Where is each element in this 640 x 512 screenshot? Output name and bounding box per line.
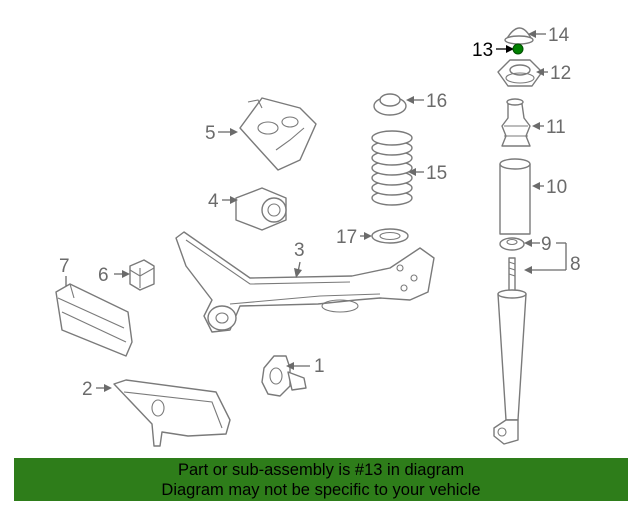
label-part-13: 13	[472, 40, 493, 61]
part-6-bushing	[114, 259, 155, 291]
banner-line-disclaimer: Diagram may not be specific to your vehi…	[161, 481, 481, 499]
part-9-washer	[499, 237, 540, 251]
label-part-1: 1	[314, 356, 325, 377]
part-11-bump-stop	[501, 98, 544, 147]
label-part-14: 14	[548, 25, 570, 46]
label-part-7: 7	[59, 256, 70, 277]
label-part-16: 16	[426, 91, 447, 112]
label-part-8: 8	[570, 254, 581, 275]
part-10-dust-boot	[499, 158, 544, 235]
label-part-5: 5	[205, 123, 216, 144]
banner-line-part-info: Part or sub-assembly is #13 in diagram	[177, 461, 465, 479]
label-part-11: 11	[546, 117, 566, 138]
label-part-4: 4	[208, 191, 219, 212]
part-1-stub-axle	[261, 355, 310, 397]
part-14-dust-cap	[504, 27, 546, 45]
label-part-2: 2	[82, 379, 93, 400]
highlight-marker	[512, 43, 524, 55]
label-part-10: 10	[546, 177, 567, 198]
part-7-trim-panel	[55, 276, 133, 357]
part-16-spring-seat	[373, 93, 424, 116]
label-part-3: 3	[294, 240, 305, 261]
part-4-mount-bushing	[222, 187, 287, 231]
label-part-9: 9	[541, 234, 552, 255]
label-part-15: 15	[426, 163, 447, 184]
label-part-17: 17	[336, 227, 357, 248]
part-17-spring-pad	[360, 228, 409, 244]
label-part-12: 12	[550, 63, 571, 84]
part-13-nut-highlighted	[496, 43, 524, 55]
part-2-lower-shield	[96, 379, 231, 447]
part-3-axle-beam	[175, 231, 435, 333]
info-banner: Part or sub-assembly is #13 in diagram D…	[14, 458, 628, 501]
part-12-strut-mount	[497, 59, 548, 87]
part-8-shock-absorber	[493, 242, 567, 445]
label-part-6: 6	[98, 265, 109, 286]
part-15-coil-spring	[371, 130, 424, 206]
part-5-bracket	[218, 97, 317, 171]
